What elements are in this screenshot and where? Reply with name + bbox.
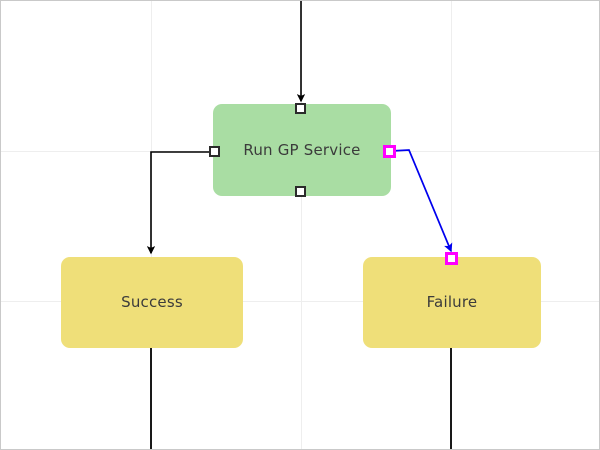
port-run-gp-service-left[interactable] xyxy=(209,146,220,157)
node-label-failure: Failure xyxy=(426,293,478,311)
port-run-gp-service-right[interactable] xyxy=(383,145,396,158)
node-label-success: Success xyxy=(121,293,183,311)
node-run-gp-service[interactable]: Run GP Service xyxy=(213,104,391,196)
node-success[interactable]: Success xyxy=(61,257,243,348)
node-failure[interactable]: Failure xyxy=(363,257,541,348)
node-label-run-gp-service: Run GP Service xyxy=(243,140,361,159)
port-failure-top[interactable] xyxy=(445,252,458,265)
port-run-gp-service-bottom[interactable] xyxy=(295,186,306,197)
port-run-gp-service-top[interactable] xyxy=(295,103,306,114)
